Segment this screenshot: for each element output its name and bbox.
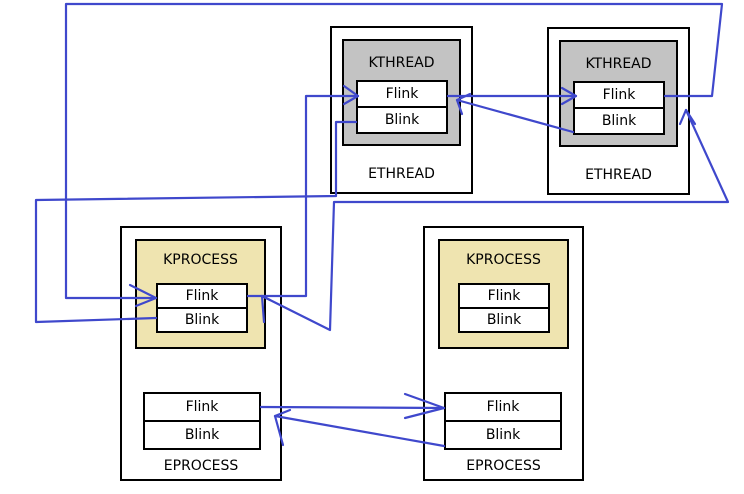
kthread-blink-2: Blink [573, 107, 665, 135]
kthread-title-2: KTHREAD [585, 56, 652, 72]
ethread-title-1: ETHREAD [368, 166, 435, 182]
arrow-process-blink-to-prev [273, 414, 446, 448]
kthread-flink-2: Flink [573, 81, 665, 109]
eprocess-title-1: EPROCESS [163, 458, 239, 474]
kthread-flink-1: Flink [356, 80, 448, 108]
process-list-flink-2: Flink [444, 392, 562, 422]
kthread-title-1: KTHREAD [368, 55, 435, 71]
kprocess-title-1: KPROCESS [163, 252, 238, 268]
arrow-process-flink-to-next [259, 405, 446, 410]
kprocess-blink-2: Blink [458, 307, 550, 333]
kthread-blink-1: Blink [356, 106, 448, 134]
eprocess-title-2: EPROCESS [466, 458, 541, 474]
kprocess-flink-1: Flink [156, 283, 248, 309]
process-list-blink-2: Blink [444, 420, 562, 450]
kprocess-blink-1: Blink [156, 307, 248, 333]
process-list-flink-1: Flink [143, 392, 261, 422]
process-list-blink-1: Blink [143, 420, 261, 450]
kprocess-flink-2: Flink [458, 283, 550, 309]
kprocess-title-2: KPROCESS [466, 252, 541, 268]
ethread-title-2: ETHREAD [585, 167, 652, 183]
